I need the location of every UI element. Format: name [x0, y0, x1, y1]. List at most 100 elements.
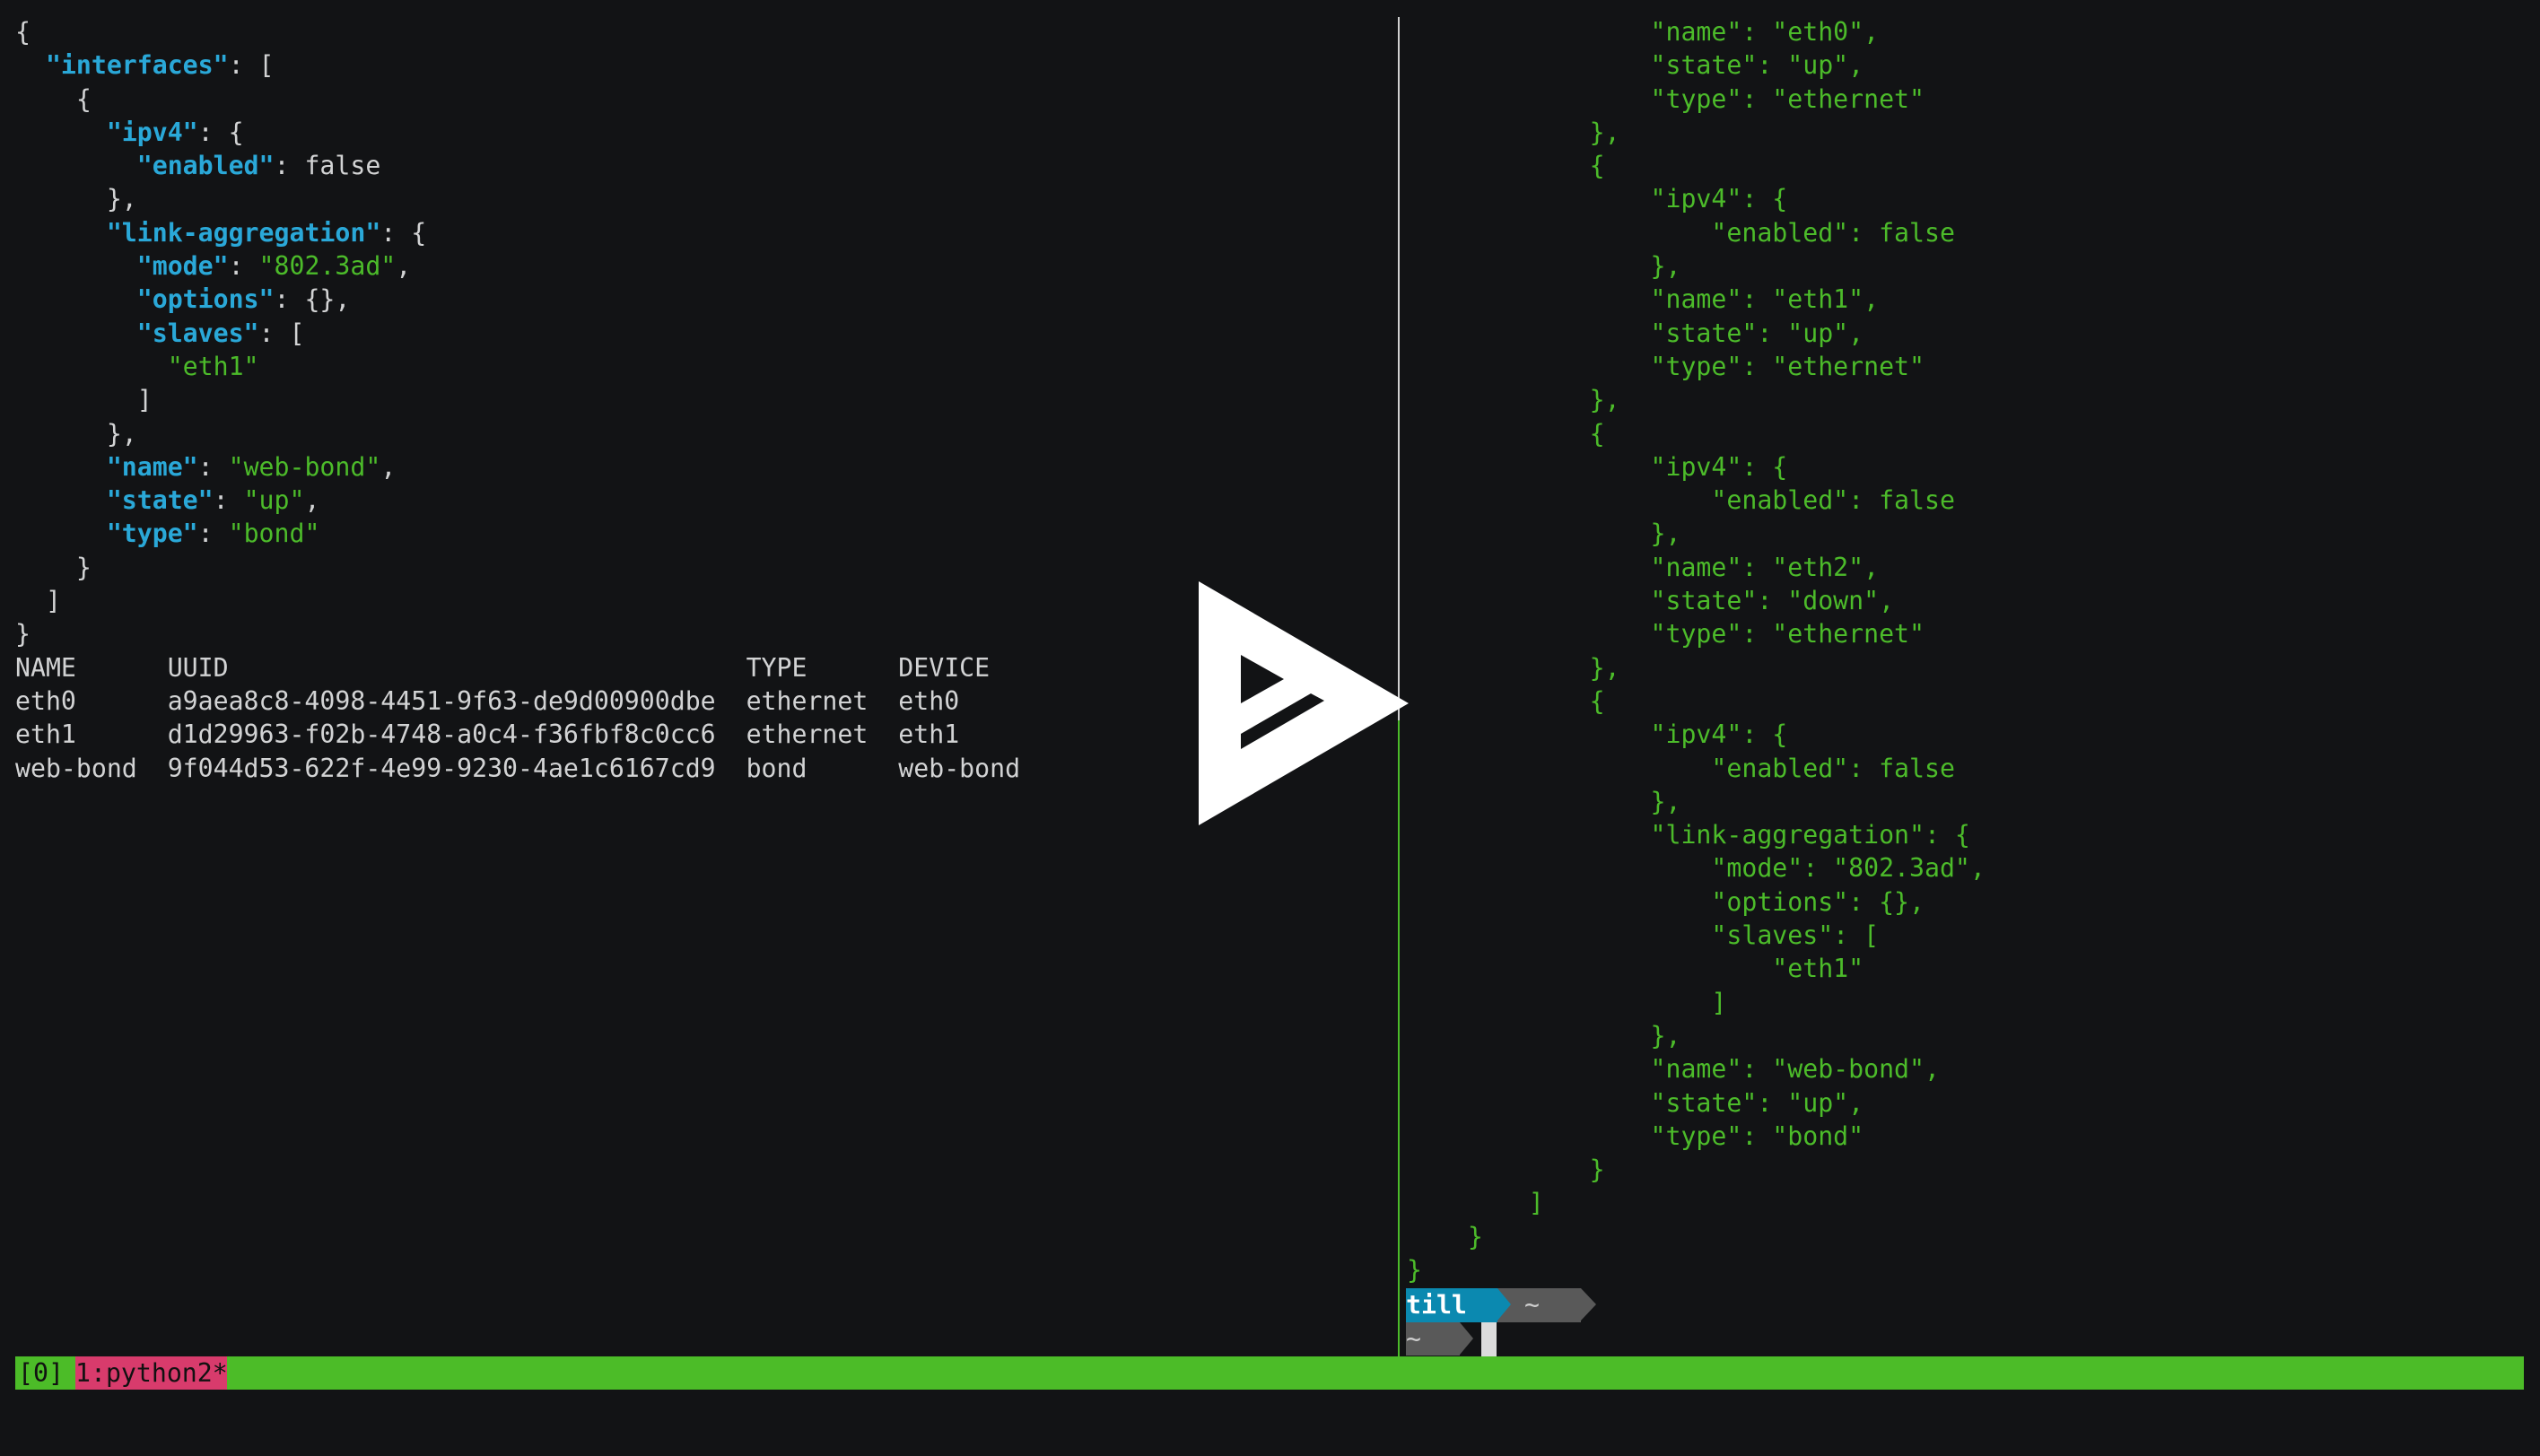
json-punctuation [15, 284, 137, 314]
json-output-line: "enabled": false [1407, 217, 1955, 248]
json-punctuation [15, 151, 137, 180]
json-output-line: ] [1407, 1188, 1544, 1218]
table-cell-name: web-bond [15, 753, 168, 783]
json-output-line: }, [1407, 1020, 1681, 1051]
json-output-line: "ipv4": { [15, 116, 1388, 149]
powerline-arrow-icon [1497, 1288, 1511, 1321]
asciinema-play-icon[interactable] [1199, 581, 1410, 825]
json-key: "name" [106, 451, 198, 482]
json-output-line: } [15, 551, 1388, 584]
json-output-line: "state": "up", [1407, 318, 1864, 348]
json-punctuation [15, 452, 107, 482]
table-row: eth0 a9aea8c8-4098-4451-9f63-de9d00900db… [15, 684, 1388, 718]
right-terminal-pane[interactable]: "name": "eth0", "state": "up", "type": "… [1407, 15, 2528, 1286]
table-cell-device: eth1 [898, 719, 960, 750]
json-punctuation: : [213, 485, 244, 516]
json-output-line: }, [1407, 251, 1681, 282]
json-key: "interfaces" [45, 50, 229, 81]
table-cell-type: bond [746, 753, 899, 783]
table-cell-device: web-bond [898, 753, 1021, 783]
json-output-line: "name": "web-bond", [15, 450, 1388, 484]
table-cell-type: ethernet [746, 685, 899, 716]
table-cell-name: eth1 [15, 719, 168, 750]
json-output-line: "ipv4": { [1407, 719, 1788, 750]
json-output-line: "ipv4": { [1407, 451, 1788, 482]
json-output-line: "options": {}, [15, 283, 1388, 316]
json-punctuation: , [304, 485, 320, 516]
json-punctuation [15, 218, 107, 248]
json-output-line: }, [1407, 652, 1620, 683]
json-key: "link-aggregation" [106, 217, 381, 248]
json-punctuation [15, 519, 107, 548]
json-punctuation: , [396, 251, 412, 282]
prompt-user-segment: till [1406, 1288, 1497, 1322]
json-punctuation: : false [274, 151, 381, 181]
json-string: "up" [243, 485, 305, 516]
json-punctuation: } [15, 619, 31, 650]
json-output-line: }, [1407, 385, 1620, 415]
powerline-arrow-icon [1581, 1288, 1596, 1321]
terminal-cursor [1481, 1321, 1497, 1356]
json-output-line: "mode": "802.3ad", [15, 249, 1388, 283]
table-cell-uuid: 9f044d53-622f-4e99-9230-4ae1c6167cd9 [167, 753, 746, 783]
json-output-line: } [15, 617, 1388, 650]
json-output-line: }, [1407, 117, 1620, 147]
column-header: NAME [15, 652, 168, 683]
json-punctuation: : [197, 451, 229, 482]
json-output-line: "interfaces": [ [15, 48, 1388, 82]
json-output-line: "name": "eth0", [1407, 17, 1880, 47]
json-output-line: "state": "down", [1407, 586, 1895, 616]
json-output-line: }, [1407, 786, 1681, 816]
json-punctuation: }, [15, 418, 137, 449]
json-output-line: "link-aggregation": { [1407, 820, 1970, 850]
json-punctuation: }, [15, 184, 137, 214]
json-punctuation [15, 50, 46, 80]
json-punctuation: : [197, 519, 229, 549]
json-output-line: "state": "up", [1407, 50, 1864, 81]
json-output-line: } [1407, 1155, 1605, 1185]
json-punctuation: : { [197, 117, 244, 147]
json-punctuation: : [ [258, 318, 305, 348]
json-output-line: }, [15, 417, 1388, 450]
left-terminal-pane[interactable]: { "interfaces": [ { "ipv4": { "enabled":… [15, 15, 1388, 785]
json-output-line: "type": "ethernet" [1407, 619, 1925, 650]
table-row: eth1 d1d29963-f02b-4748-a0c4-f36fbf8c0cc… [15, 718, 1388, 751]
json-output-line: "eth1" [15, 350, 1388, 383]
pane-divider-active[interactable] [1398, 720, 1400, 1356]
json-output-line: "type": "ethernet" [1407, 351, 1925, 381]
json-output-line: "enabled": false [1407, 485, 1955, 516]
json-key: "ipv4" [106, 117, 198, 147]
json-output-line: "name": "eth1", [1407, 284, 1880, 315]
json-output-line: { [1407, 418, 1605, 449]
json-punctuation: { [15, 83, 92, 114]
json-output-line: "ipv4": { [1407, 184, 1788, 214]
json-key: "state" [106, 485, 214, 516]
json-output-line: ] [1407, 987, 1727, 1017]
json-output-line: { [1407, 685, 1605, 716]
json-output-line: } [1407, 1221, 1483, 1251]
json-output-line: "type": "bond" [15, 517, 1388, 550]
json-string: "bond" [228, 519, 320, 549]
json-output-line: "name": "web-bond", [1407, 1054, 1940, 1085]
pane-divider-inactive[interactable] [1398, 17, 1400, 720]
json-punctuation [15, 352, 168, 381]
json-output-line: "enabled": false [1407, 753, 1955, 783]
json-output-line: { [15, 15, 1388, 48]
json-punctuation: : {}, [274, 284, 351, 315]
table-row: web-bond 9f044d53-622f-4e99-9230-4ae1c61… [15, 752, 1388, 785]
prompt-directory-segment: ~ [1497, 1288, 1581, 1322]
table-cell-device: eth0 [898, 685, 960, 716]
column-header: TYPE [746, 652, 899, 683]
json-output-line: }, [15, 182, 1388, 215]
connections-table-header: NAME UUID TYPE DEVICE [15, 651, 1388, 684]
table-cell-name: eth0 [15, 685, 168, 716]
json-punctuation: } [15, 552, 92, 582]
tmux-session-indicator[interactable]: [0] [18, 1358, 64, 1388]
json-punctuation: ] [15, 385, 153, 415]
json-output-line: }, [1407, 519, 1681, 549]
json-output-line: "type": "ethernet" [1407, 83, 1925, 114]
table-cell-uuid: d1d29963-f02b-4748-a0c4-f36fbf8c0cc6 [167, 719, 746, 750]
tmux-window-tab-active[interactable]: 1:python2* [75, 1356, 228, 1390]
json-punctuation [15, 485, 107, 515]
powerline-arrow-icon [1460, 1321, 1473, 1355]
